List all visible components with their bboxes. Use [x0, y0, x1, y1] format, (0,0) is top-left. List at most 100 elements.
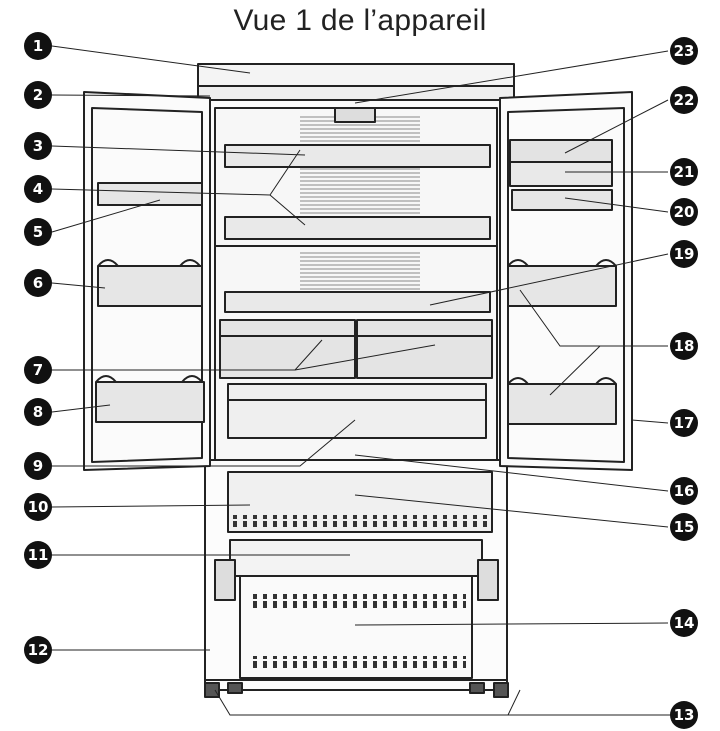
slide-left — [214, 559, 236, 601]
leader-3 — [51, 145, 306, 156]
callout-number: 22 — [674, 91, 695, 109]
callout-10: 10 — [24, 493, 52, 521]
leader-20 — [564, 197, 669, 213]
right-door-bin-bottom — [507, 383, 617, 425]
crisper-right — [356, 319, 493, 379]
leader-15 — [354, 494, 669, 528]
callout-badge — [670, 332, 698, 360]
leader-22 — [564, 99, 669, 154]
callout-11: 11 — [24, 541, 52, 569]
right-door-dispenser-lower — [509, 161, 613, 187]
basket-grill-top — [248, 594, 466, 608]
callout-badge — [24, 81, 52, 109]
callout-badge — [670, 158, 698, 186]
callout-17: 17 — [670, 409, 698, 437]
callout-badge — [24, 452, 52, 480]
callout-number: 3 — [33, 137, 43, 155]
callout-number: 14 — [674, 614, 695, 632]
callout-12: 12 — [24, 636, 52, 664]
leader-14 — [354, 622, 669, 626]
right-door-bin-mid — [507, 265, 617, 307]
callout-badge — [670, 37, 698, 65]
callout-badge — [670, 513, 698, 541]
callout-number: 13 — [674, 706, 695, 724]
callout-9: 9 — [24, 452, 52, 480]
callout-number: 1 — [33, 37, 43, 55]
left-door-bin-top — [97, 182, 203, 206]
callout-16: 16 — [670, 477, 698, 505]
leader-1 — [51, 45, 251, 74]
callout-22: 22 — [670, 86, 698, 114]
leader-6 — [51, 282, 106, 289]
leader-10 — [51, 504, 251, 508]
callout-badge — [670, 701, 698, 729]
callout-badge — [24, 175, 52, 203]
leader-2 — [51, 94, 211, 97]
leader-4b — [269, 149, 301, 196]
callout-badge — [670, 609, 698, 637]
top-hinge-bar — [197, 85, 515, 101]
leader-13 — [214, 689, 521, 716]
slide-right — [477, 559, 499, 601]
hinge-cover — [197, 63, 515, 87]
callout-19: 19 — [670, 240, 698, 268]
callout-number: 18 — [674, 337, 695, 355]
callout-1: 1 — [24, 32, 52, 60]
foot-left — [204, 682, 220, 698]
foot-right — [493, 682, 509, 698]
callout-number: 16 — [674, 482, 695, 500]
leader-8 — [51, 404, 111, 413]
crisper-left — [219, 319, 356, 379]
shelf-lower — [224, 291, 491, 313]
shelf-middle — [224, 216, 491, 240]
callout-number: 6 — [33, 274, 43, 292]
callout-badge — [670, 477, 698, 505]
callout-number: 21 — [674, 163, 695, 181]
callout-badge — [24, 636, 52, 664]
callout-13: 13 — [670, 701, 698, 729]
callout-number: 9 — [33, 457, 43, 475]
callout-7: 7 — [24, 356, 52, 384]
callout-number: 23 — [674, 42, 695, 60]
leader-7b — [294, 344, 436, 371]
callout-number: 7 — [33, 361, 43, 379]
leader-19 — [429, 253, 669, 306]
callout-21: 21 — [670, 158, 698, 186]
deli-drawer — [227, 383, 487, 439]
callout-number: 12 — [28, 641, 49, 659]
callout-8: 8 — [24, 398, 52, 426]
callout-number: 15 — [674, 518, 695, 536]
freezer-lower-basket-top — [229, 539, 483, 577]
leader-23 — [354, 50, 669, 104]
callout-number: 2 — [33, 86, 43, 104]
leader-5 — [51, 199, 161, 233]
callout-badge — [24, 541, 52, 569]
callout-number: 10 — [28, 498, 49, 516]
callout-number: 5 — [33, 223, 43, 241]
callout-badge — [670, 86, 698, 114]
callout-number: 11 — [28, 546, 49, 564]
callout-number: 8 — [33, 403, 43, 421]
leader-16 — [354, 454, 669, 492]
callout-5: 5 — [24, 218, 52, 246]
callout-badge — [670, 198, 698, 226]
callout-14: 14 — [670, 609, 698, 637]
callout-3: 3 — [24, 132, 52, 160]
leader-9 — [52, 419, 356, 467]
callout-badge — [670, 240, 698, 268]
leader-18 — [519, 289, 668, 347]
callout-badge — [24, 356, 52, 384]
callout-20: 20 — [670, 198, 698, 226]
right-door-bin-top — [511, 189, 613, 211]
callout-number: 17 — [674, 414, 695, 432]
callout-number: 19 — [674, 245, 695, 263]
foot-right-2 — [469, 682, 485, 694]
callout-badge — [24, 493, 52, 521]
callout-number: 20 — [674, 203, 695, 221]
left-door-bin-bottom — [95, 381, 205, 423]
diagram-title: Vue 1 de l’appareil — [233, 4, 487, 37]
basket-grill-bottom — [250, 656, 466, 668]
callout-2: 2 — [24, 81, 52, 109]
foot-left-2 — [227, 682, 243, 694]
